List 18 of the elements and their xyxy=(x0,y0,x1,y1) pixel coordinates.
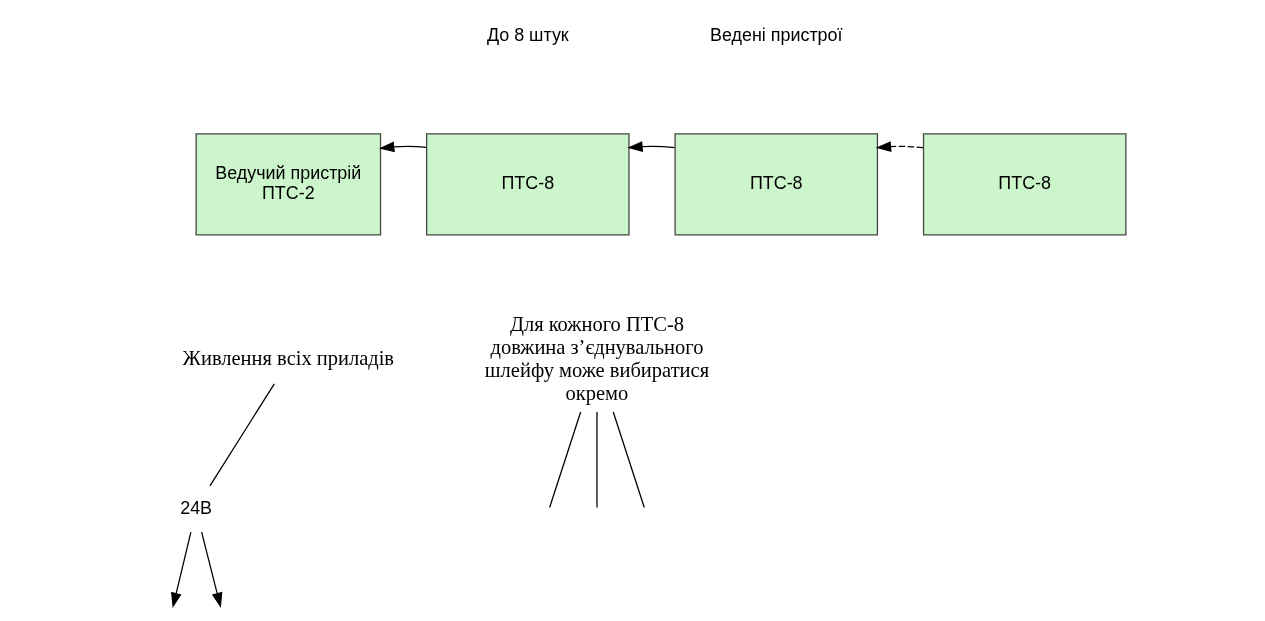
node-box: ПТС-8 xyxy=(673,133,878,236)
node-text: Живлення всіх приладів xyxy=(182,347,394,370)
connector xyxy=(548,411,581,509)
connector xyxy=(595,411,598,509)
connector xyxy=(208,383,275,487)
node-box: ПТС-8 xyxy=(425,133,630,236)
arrow xyxy=(200,531,222,609)
node-box: ПТС-8 xyxy=(922,133,1127,236)
connector xyxy=(612,411,645,509)
node-text: Для кожного ПТС-8 довжина з’єднувального шлейфу може вибиратися окремо xyxy=(484,312,709,404)
node-text: 24В xyxy=(179,497,212,518)
label: До 8 штук xyxy=(486,25,569,46)
arrow xyxy=(170,531,192,609)
arrow xyxy=(378,141,427,153)
arrow xyxy=(875,141,924,152)
arrow xyxy=(626,141,675,152)
label: Ведені пристрої xyxy=(709,25,842,46)
node-box: Ведучий пристрій ПТС-2 xyxy=(194,133,381,236)
